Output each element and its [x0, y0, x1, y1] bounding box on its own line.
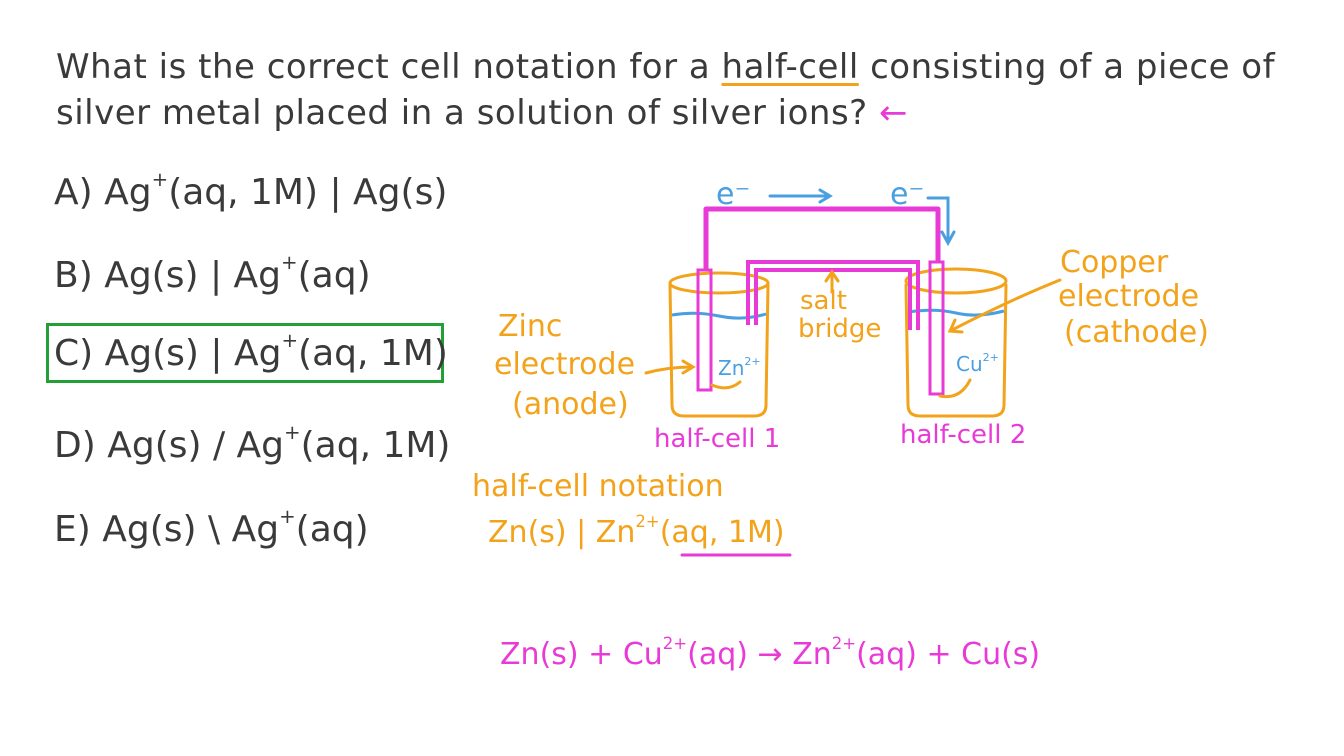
option-letter: A) [54, 172, 93, 213]
half-cell-2-label: half-cell 2 [900, 420, 1027, 450]
question-line-1: What is the correct cell notation for a … [56, 50, 1275, 84]
beaker-2 [904, 267, 1008, 418]
option-text: Ag [104, 172, 152, 213]
salt-bridge-label-1: salt [800, 286, 847, 316]
option-c[interactable]: C) Ag(s) | Ag+(aq, 1M) [54, 331, 448, 374]
option-d[interactable]: D) Ag(s) / Ag+(aq, 1M) [54, 423, 451, 466]
option-rest: (aq, 1M) [298, 333, 448, 374]
question-line-2: silver metal placed in a solution of sil… [56, 96, 908, 130]
zn-ion-label: Zn2+ [718, 355, 761, 380]
reaction-rhs1-sup: 2+ [831, 634, 857, 654]
zinc-electrode [696, 268, 713, 392]
cu-ion-label: Cu2+ [956, 351, 999, 376]
external-wire [703, 206, 941, 270]
zinc-label-arrow [644, 359, 696, 375]
question-line-1-pre: What is the correct cell notation for a [56, 47, 722, 87]
reaction-rhs1: Zn [792, 637, 832, 672]
option-rest: (aq) [295, 509, 369, 550]
cu-ion-curl-arrow [938, 378, 972, 399]
copper-label-2: electrode [1058, 279, 1200, 314]
reaction-lhs1-sup: 2+ [662, 634, 688, 654]
option-sup: + [151, 168, 169, 192]
option-rest: (aq, 1M) [300, 425, 451, 466]
pointer-arrow-icon: ← [879, 93, 909, 133]
zinc-label-1: Zinc [498, 309, 563, 344]
zn-ion-sup: 2+ [744, 355, 761, 369]
zn-ion-text: Zn [718, 356, 745, 380]
zinc-label-2: electrode [494, 347, 636, 382]
reaction-rhs2: (aq) + Cu(s) [856, 637, 1041, 672]
option-text: Ag(s) | Ag [104, 255, 282, 296]
option-text: Ag(s) | Ag [104, 333, 282, 374]
option-rest: (aq) [297, 255, 371, 296]
notation-formula-underlined: (aq, 1M) [659, 515, 785, 550]
question-line-2-text: silver metal placed in a solution of sil… [56, 93, 868, 133]
option-a[interactable]: A) Ag+(aq, 1M) | Ag(s) [54, 170, 448, 213]
option-b[interactable]: B) Ag(s) | Ag+(aq) [54, 253, 371, 296]
copper-label-1: Copper [1060, 245, 1169, 280]
salt-bridge-pointer-arrow [824, 269, 840, 294]
option-sup: + [284, 421, 301, 445]
half-cell-1-label: half-cell 1 [654, 424, 781, 454]
option-letter: B) [54, 255, 93, 296]
notation-formula-pre: Zn(s) | Zn [488, 515, 636, 550]
solution-surface-1 [671, 311, 767, 320]
option-letter: E) [54, 509, 91, 550]
salt-bridge-label-2: bridge [798, 314, 882, 344]
overall-reaction: Zn(s) + Cu2+(aq) → Zn2+(aq) + Cu(s) [500, 635, 1041, 672]
copper-electrode [928, 260, 945, 396]
cu-ion-sup: 2+ [982, 351, 999, 365]
zinc-label-3: (anode) [512, 387, 629, 422]
copper-label-3: (cathode) [1064, 315, 1209, 350]
option-letter: C) [54, 333, 94, 374]
reaction-lhs1: Zn(s) + Cu [500, 637, 663, 672]
option-text: Ag(s) \ Ag [102, 509, 280, 550]
reaction-arrow-icon: → [757, 637, 783, 672]
beaker-1 [668, 271, 770, 418]
option-rest: (aq, 1M) | Ag(s) [168, 172, 448, 213]
zn-ion-curl-arrow [710, 380, 742, 390]
notation-formula-sup: 2+ [635, 512, 660, 532]
option-e[interactable]: E) Ag(s) \ Ag+(aq) [54, 507, 369, 550]
cu-ion-text: Cu [956, 352, 983, 376]
salt-bridge [746, 260, 920, 330]
option-sup: + [281, 329, 299, 353]
solution-surface-2 [907, 308, 1005, 317]
reaction-lhs2: (aq) [687, 637, 748, 672]
half-cell-highlight: half-cell [721, 47, 859, 87]
notation-formula: Zn(s) | Zn2+(aq, 1M) [488, 513, 785, 550]
electron-label-left: e⁻ [716, 177, 751, 212]
correct-answer-box [46, 323, 444, 383]
electron-label-right: e⁻ [890, 177, 925, 212]
notation-heading: half-cell notation [472, 469, 724, 504]
option-text: Ag(s) / Ag [107, 425, 285, 466]
option-sup: + [281, 251, 298, 275]
electron-flow-arrow [768, 188, 956, 247]
option-sup: + [279, 505, 296, 529]
copper-label-arrow [947, 278, 1062, 334]
option-letter: D) [54, 425, 96, 466]
question-line-1-post: consisting of a piece of [858, 47, 1276, 87]
